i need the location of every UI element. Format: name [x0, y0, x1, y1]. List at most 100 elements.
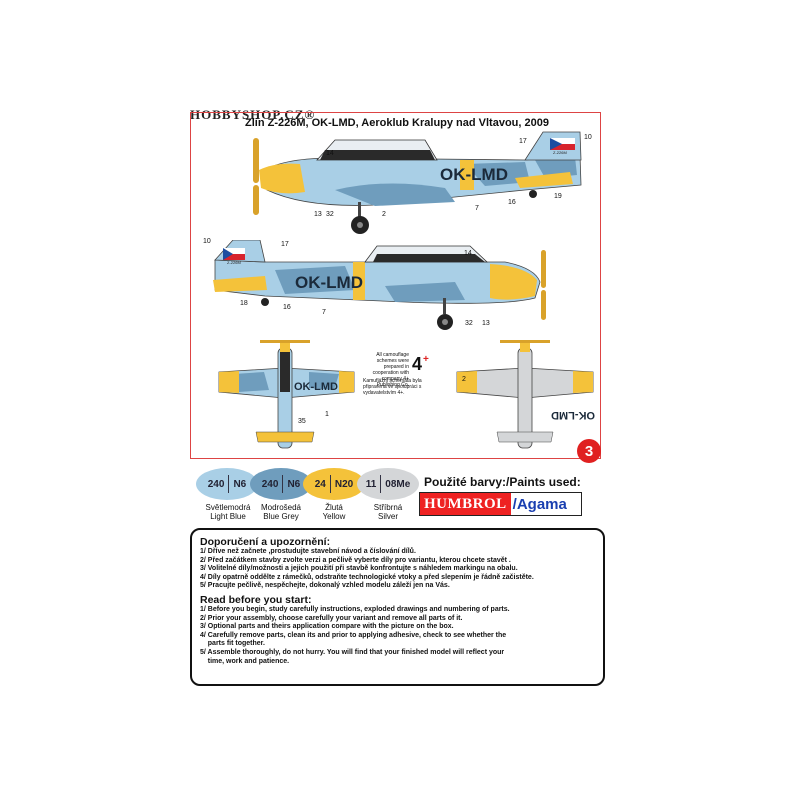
nose-yellow — [259, 163, 305, 194]
side-profile-2: OK-LMD Z-226M — [213, 240, 546, 330]
instruction-cz: 1/ Dříve než začnete ,prostudujte staveb… — [200, 548, 416, 555]
canopy-frame-dark — [373, 254, 485, 262]
horizontal-tail — [515, 172, 573, 188]
registration-side2: OK-LMD — [295, 273, 363, 292]
fuselage-band — [353, 262, 365, 300]
paint-name-en: Silver — [377, 512, 398, 521]
flag-blue — [223, 248, 233, 260]
callout: 13 — [482, 320, 490, 327]
registration-side1: OK-LMD — [440, 165, 508, 184]
instruction-cz: 2/ Před začátkem stavby zvolte verzi a p… — [200, 556, 511, 564]
agama-code: N20 — [334, 478, 354, 490]
paint-name-en: Blue Grey — [263, 512, 299, 521]
canopy-frame-dark — [320, 150, 435, 160]
instruction-cz: 3/ Volitelné díly/možnosti a jejich použ… — [200, 565, 518, 573]
agama-code: N6 — [233, 478, 247, 490]
scheme-title: Zlin Z-226M, OK-LMD, Aeroklub Kralupy na… — [245, 117, 549, 129]
flag-blue — [550, 138, 562, 150]
publisher-logo-icon: 4 + — [412, 354, 429, 374]
propeller-top — [260, 340, 310, 343]
humbrol-code: 240 — [261, 478, 279, 490]
instruction-en: 3/ Optional parts and theirs application… — [200, 623, 454, 631]
paint-name-en: Light Blue — [210, 512, 246, 521]
paint-name-en: Yellow — [322, 512, 346, 521]
paints-used-title: Použité barvy:/Paints used: — [424, 475, 581, 489]
nose-top — [280, 342, 290, 352]
nose-bottom — [520, 342, 530, 352]
svg-text:4: 4 — [412, 354, 422, 374]
instructions-box: Doporučení a upozornění: 1/ Dříve než za… — [190, 528, 605, 686]
camo-patch — [385, 282, 465, 302]
wheel-hub — [357, 222, 363, 228]
paint-label-yellow: Žlutá Yellow — [299, 503, 369, 521]
humbrol-code: 11 — [365, 478, 377, 490]
side-profile-1: OK-LMD Z-226M — [253, 131, 582, 234]
wingtip-yellow — [573, 371, 593, 393]
callout: 2 — [382, 211, 386, 218]
camo-patch — [234, 372, 269, 392]
svg-text:+: + — [423, 354, 429, 365]
wingtip-yellow — [219, 371, 239, 393]
instruction-en: 4/ Carefully remove parts, clean its and… — [200, 631, 507, 639]
callout: 17 — [519, 138, 527, 145]
humbrol-code: 24 — [314, 478, 326, 490]
stabilizer-top — [255, 431, 315, 443]
top-view: OK-LMD — [218, 340, 355, 449]
paint-name-cz: Světlemodrá — [205, 503, 251, 512]
propeller-upper — [541, 250, 546, 288]
paint-label-light-blue: Světlemodrá Light Blue — [193, 503, 263, 521]
callout: 19 — [554, 193, 562, 200]
instructions-heading-en: Read before you start: — [200, 593, 312, 606]
agama-code: 08Me — [385, 478, 411, 490]
callout: 17 — [281, 241, 289, 248]
fuselage-band — [460, 160, 474, 190]
callout: 13 — [314, 211, 322, 218]
paint-swatch-yellow: 24 N20 — [303, 468, 365, 500]
stabilizer-bottom — [496, 431, 554, 443]
callout: 2 — [462, 376, 466, 383]
tail-wheel — [529, 190, 537, 198]
propeller-lower — [253, 185, 259, 215]
callout: 7 — [322, 309, 326, 316]
callout: 16 — [283, 304, 291, 311]
camo-patch — [275, 266, 355, 294]
agama-logo: /Agama — [512, 495, 567, 513]
camouflage-note-cz: Kamuflážní schemata byla připravena ve s… — [363, 378, 422, 396]
camouflage-note: All camouflage schemes were prepared in … — [372, 352, 409, 388]
callout: 14 — [464, 250, 472, 257]
instruction-en: parts fit together. — [200, 640, 265, 648]
paint-name-cz: Stříbrná — [373, 503, 403, 512]
callout: 32 — [465, 320, 473, 327]
callout: 18 — [240, 300, 248, 307]
landing-gear-leg — [358, 202, 361, 218]
callout: 7 — [475, 205, 479, 212]
landing-gear-leg — [443, 298, 446, 314]
paint-name-cz: Žlutá — [325, 503, 343, 512]
paint-name-cz: Modrošedá — [260, 503, 302, 512]
registration-bottom: OK-LMD — [551, 409, 595, 421]
instruction-en: 5/ Assemble thoroughly, do not hurry. Yo… — [200, 648, 505, 656]
paint-swatch-blue-grey: 240 N6 — [250, 468, 312, 500]
wingtip-yellow — [339, 371, 354, 393]
camo-patch — [465, 162, 530, 186]
horizontal-tail — [213, 276, 267, 292]
callout: 14 — [326, 150, 334, 157]
instruction-en: 1/ Before you begin, study carefully ins… — [200, 605, 510, 613]
bottom-view: OK-LMD — [456, 340, 595, 449]
callout: 32 — [326, 211, 334, 218]
agama-code: N6 — [287, 478, 301, 490]
paint-label-blue-grey: Modrošedá Blue Grey — [246, 503, 316, 521]
page-number-badge: 3 — [577, 439, 601, 463]
instruction-en: 2/ Prior your assembly, choose carefully… — [200, 614, 463, 622]
propeller-upper — [253, 138, 259, 183]
canopy-top — [280, 352, 290, 392]
tail-code-side1: Z-226M — [553, 150, 567, 155]
instruction-en: time, work and patience. — [200, 657, 290, 665]
instruction-cz: 4/ Díly opatrně oddělte z rámečků, odstr… — [200, 573, 534, 581]
callout: 10 — [584, 134, 592, 141]
callout: 1 — [325, 411, 329, 418]
callout: 16 — [508, 199, 516, 206]
registration-top: OK-LMD — [294, 381, 338, 393]
propeller-bottom — [500, 340, 550, 343]
instruction-cz: 5/ Pracujte pečlivě, nespěchejte, dokona… — [200, 582, 450, 590]
